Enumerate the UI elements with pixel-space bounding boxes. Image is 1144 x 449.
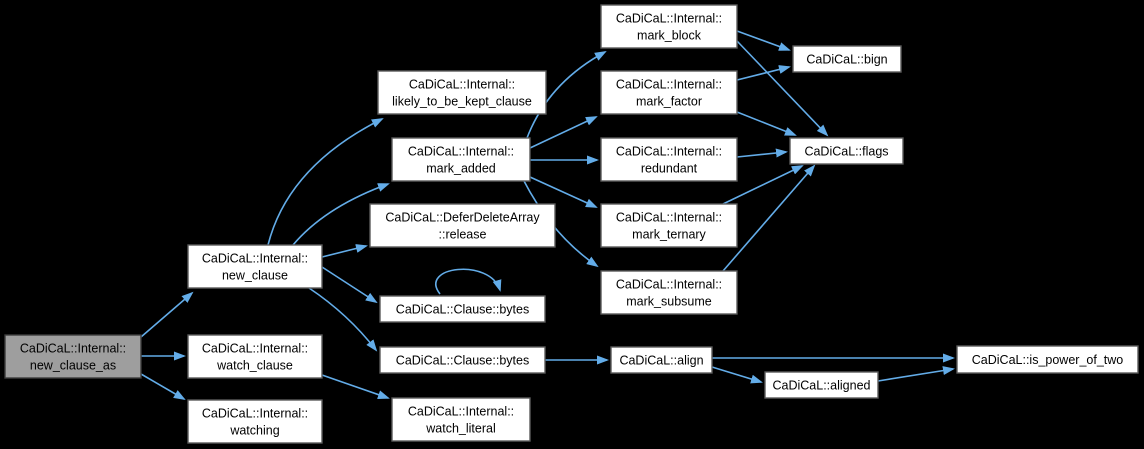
node-box-align[interactable] xyxy=(610,346,713,374)
node-box-new-clause-as[interactable] xyxy=(4,334,142,379)
node-mark-factor[interactable]: CaDiCaL::Internal::mark_factor xyxy=(600,70,738,115)
edge-clause-bytes-1--clause-bytes-1 xyxy=(435,268,502,295)
edge-new-clause-as--new-clause xyxy=(140,291,194,338)
edge-new-clause--mark-added xyxy=(292,183,390,246)
node-box-mark-ternary[interactable] xyxy=(600,203,738,248)
edge-mark-ternary--flags xyxy=(722,165,804,205)
node-mark-added[interactable]: CaDiCaL::Internal::mark_added xyxy=(391,137,531,182)
node-box-watching[interactable] xyxy=(187,399,323,444)
edge-mark-added--mark-ternary xyxy=(529,176,598,208)
node-box-mark-subsume[interactable] xyxy=(600,270,738,315)
node-box-mark-block[interactable] xyxy=(600,4,738,49)
node-watch-clause[interactable]: CaDiCaL::Internal::watch_clause xyxy=(187,334,323,379)
node-mark-ternary[interactable]: CaDiCaL::Internal::mark_ternary xyxy=(600,203,738,248)
node-bign[interactable]: CaDiCaL::bign xyxy=(792,45,902,73)
node-box-new-clause[interactable] xyxy=(187,244,323,289)
node-box-mark-factor[interactable] xyxy=(600,70,738,115)
node-box-clause-bytes-2[interactable] xyxy=(379,346,546,374)
node-redundant[interactable]: CaDiCaL::Internal::redundant xyxy=(600,137,738,182)
edge-watch-clause--watch-literal xyxy=(321,374,390,399)
edge-mark-block--flags xyxy=(736,40,829,137)
node-box-watch-clause[interactable] xyxy=(187,334,323,379)
node-box-bign[interactable] xyxy=(792,45,902,73)
node-box-flags[interactable] xyxy=(789,137,904,165)
edge-mark-subsume--flags xyxy=(722,164,816,272)
edge-new-clause--clause-bytes-1 xyxy=(321,266,378,304)
node-new-clause[interactable]: CaDiCaL::Internal::new_clause xyxy=(187,244,323,289)
edge-mark-added--mark-factor xyxy=(529,116,598,149)
edge-mark-added--mark-block xyxy=(526,51,607,139)
node-box-clause-bytes-1[interactable] xyxy=(379,295,546,323)
node-aligned[interactable]: CaDiCaL::aligned xyxy=(764,371,879,399)
node-defer-delete-array-release[interactable]: CaDiCaL::DeferDeleteArray::release xyxy=(369,203,556,248)
node-box-mark-added[interactable] xyxy=(391,137,531,182)
node-new-clause-as[interactable]: CaDiCaL::Internal::new_clause_as xyxy=(4,334,142,379)
edge-new-clause--clause-bytes-2 xyxy=(308,287,378,352)
node-box-redundant[interactable] xyxy=(600,137,738,182)
edge-align--aligned xyxy=(711,366,763,384)
edge-aligned--is-power-of-two xyxy=(877,366,955,382)
node-box-defer-delete-array-release[interactable] xyxy=(369,203,556,248)
node-align[interactable]: CaDiCaL::align xyxy=(610,346,713,374)
node-box-is-power-of-two[interactable] xyxy=(956,345,1139,374)
edge-new-clause-as--watching xyxy=(140,373,186,401)
node-mark-subsume[interactable]: CaDiCaL::Internal::mark_subsume xyxy=(600,270,738,315)
edge-redundant--flags xyxy=(736,148,788,158)
edge-new-clause--defer-delete-array-release xyxy=(321,244,368,258)
node-flags[interactable]: CaDiCaL::flags xyxy=(789,137,904,165)
node-clause-bytes-1[interactable]: CaDiCaL::Clause::bytes xyxy=(379,295,546,323)
edge-mark-added--mark-subsume xyxy=(523,180,599,268)
edge-mark-block--bign xyxy=(736,30,791,51)
node-watch-literal[interactable]: CaDiCaL::Internal::watch_literal xyxy=(391,397,531,442)
node-watching[interactable]: CaDiCaL::Internal::watching xyxy=(187,399,323,444)
node-box-watch-literal[interactable] xyxy=(391,397,531,442)
node-clause-bytes-2[interactable]: CaDiCaL::Clause::bytes xyxy=(379,346,546,374)
node-box-likely-to-be-kept-clause[interactable] xyxy=(377,70,547,115)
node-mark-block[interactable]: CaDiCaL::Internal::mark_block xyxy=(600,4,738,49)
edge-new-clause--likely-to-be-kept-clause xyxy=(267,118,384,246)
edge-mark-factor--bign xyxy=(736,65,791,81)
node-is-power-of-two[interactable]: CaDiCaL::is_power_of_two xyxy=(956,345,1139,374)
edge-mark-factor--flags xyxy=(736,111,797,136)
node-box-aligned[interactable] xyxy=(764,371,879,399)
node-likely-to-be-kept-clause[interactable]: CaDiCaL::Internal::likely_to_be_kept_cla… xyxy=(377,70,547,115)
